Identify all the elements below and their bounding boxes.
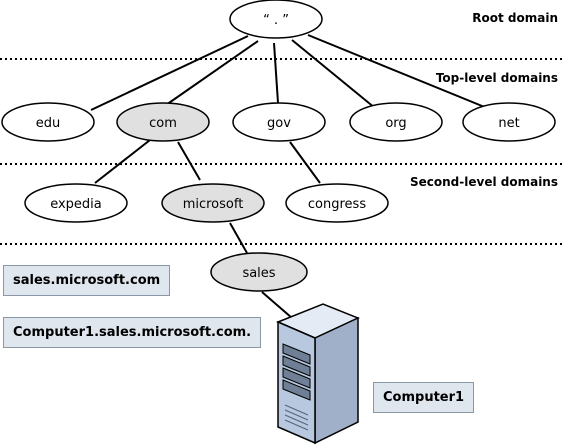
node-expedia: expedia	[24, 183, 128, 223]
computer-name-box: Computer1	[373, 382, 475, 413]
node-org-label: org	[385, 116, 406, 131]
node-org: org	[349, 102, 443, 142]
node-root: “ . ”	[229, 0, 323, 39]
edge-com-microsoft	[177, 141, 201, 181]
server-tower-icon	[276, 303, 360, 445]
node-congress-label: congress	[308, 197, 366, 212]
edge-microsoft-sales	[229, 222, 248, 254]
node-edu-label: edu	[36, 116, 61, 131]
node-congress: congress	[285, 183, 389, 223]
node-sales: sales	[210, 252, 308, 292]
edge-root-net	[307, 34, 488, 109]
node-net-label: net	[498, 116, 519, 131]
node-microsoft-label: microsoft	[183, 197, 244, 212]
node-expedia-label: expedia	[50, 197, 102, 212]
edge-root-org	[291, 39, 376, 109]
node-com: com	[116, 102, 210, 142]
fqdn-box-computer1: Computer1.sales.microsoft.com.	[3, 317, 262, 348]
node-net: net	[462, 102, 556, 142]
edge-com-expedia	[94, 139, 151, 184]
edge-root-gov	[273, 42, 279, 104]
level-label-second: Second-level domains	[410, 175, 558, 189]
level-label-top: Top-level domains	[436, 71, 558, 85]
fqdn-box-sales: sales.microsoft.com	[3, 265, 171, 296]
level-label-root: Root domain	[472, 11, 558, 25]
node-gov: gov	[232, 102, 326, 142]
node-microsoft: microsoft	[161, 183, 265, 223]
node-sales-label: sales	[242, 266, 275, 281]
edge-sales-computer1	[261, 291, 293, 319]
node-com-label: com	[149, 116, 177, 131]
node-edu: edu	[1, 102, 95, 142]
edge-gov-congress	[289, 141, 321, 184]
edge-root-edu	[90, 35, 249, 111]
edge-root-com	[165, 40, 259, 106]
node-gov-label: gov	[267, 116, 291, 131]
node-root-label: “ . ”	[263, 13, 289, 28]
tree-connectors	[90, 34, 488, 319]
